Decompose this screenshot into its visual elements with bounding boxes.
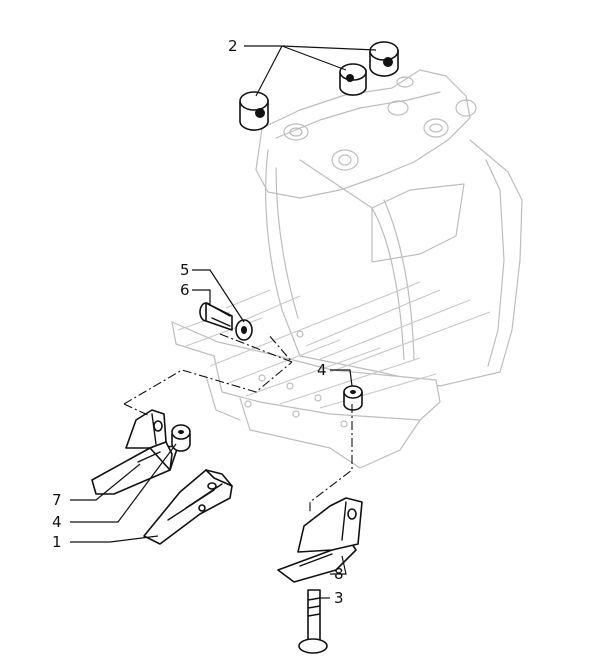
bushing-1[interactable]: [239, 91, 269, 131]
bucket-shell: [265, 139, 523, 387]
callout-4-lower: 4: [52, 513, 62, 531]
lip-bolt-hole-3: [314, 394, 322, 402]
ear-hole-6: [396, 76, 414, 88]
mounting-ears: [255, 69, 471, 199]
lip-bolt-hole-7: [296, 330, 304, 338]
retaining-bolt[interactable]: [199, 302, 233, 331]
ear-hole-4-inner: [429, 123, 443, 133]
lip-front-edge: [205, 375, 241, 421]
bushing-2[interactable]: [339, 63, 367, 96]
leader-lines: [70, 45, 377, 599]
nut-lower[interactable]: [171, 424, 191, 452]
ear-hole-2-inner: [338, 154, 352, 166]
ear-hole-1-inner: [289, 127, 303, 137]
bucket-side-edge-2: [383, 199, 415, 361]
assembly-centerlines: [123, 333, 353, 512]
shell-inner-curve-right: [485, 159, 505, 367]
lip-bolt-hole-6: [340, 420, 348, 428]
lip-bolt-hole-1: [258, 374, 266, 382]
washer[interactable]: [235, 319, 253, 341]
shell-top-edge: [299, 159, 373, 209]
callout-labels: 2 5 6 4 7 4 1 8 3: [52, 37, 344, 607]
lip-underside: [239, 397, 421, 469]
nut-upper[interactable]: [343, 385, 363, 411]
lip-bolt-hole-5: [292, 410, 300, 418]
ear-hole-2: [331, 149, 359, 171]
callout-7: 7: [52, 491, 62, 509]
ear-hole-5: [455, 99, 477, 117]
bottom-bolt[interactable]: [298, 589, 328, 654]
bucket-outline: [171, 69, 523, 469]
callout-3: 3: [334, 589, 344, 607]
shell-inner-curve-left: [275, 167, 299, 319]
bucket-side-edge: [371, 207, 405, 361]
callout-1: 1: [52, 533, 62, 551]
callout-6: 6: [180, 281, 190, 299]
tooth-adapter-right[interactable]: [277, 497, 363, 583]
callout-4-upper: 4: [317, 361, 327, 379]
bushing-3[interactable]: [369, 41, 399, 77]
tooth-adapter-left[interactable]: [91, 409, 179, 495]
callout-2: 2: [228, 37, 238, 55]
ear-edge-line: [275, 91, 441, 139]
ear-hole-4: [423, 118, 449, 138]
bucket-back-plate: [371, 183, 465, 263]
ear-hole-3: [387, 100, 409, 116]
lip-bolt-hole-4: [244, 400, 252, 408]
ear-hole-1: [283, 123, 309, 141]
tooth-point[interactable]: [143, 469, 233, 545]
lip-bolt-hole-2: [286, 382, 294, 390]
callout-8: 8: [334, 565, 344, 583]
callout-5: 5: [180, 261, 190, 279]
